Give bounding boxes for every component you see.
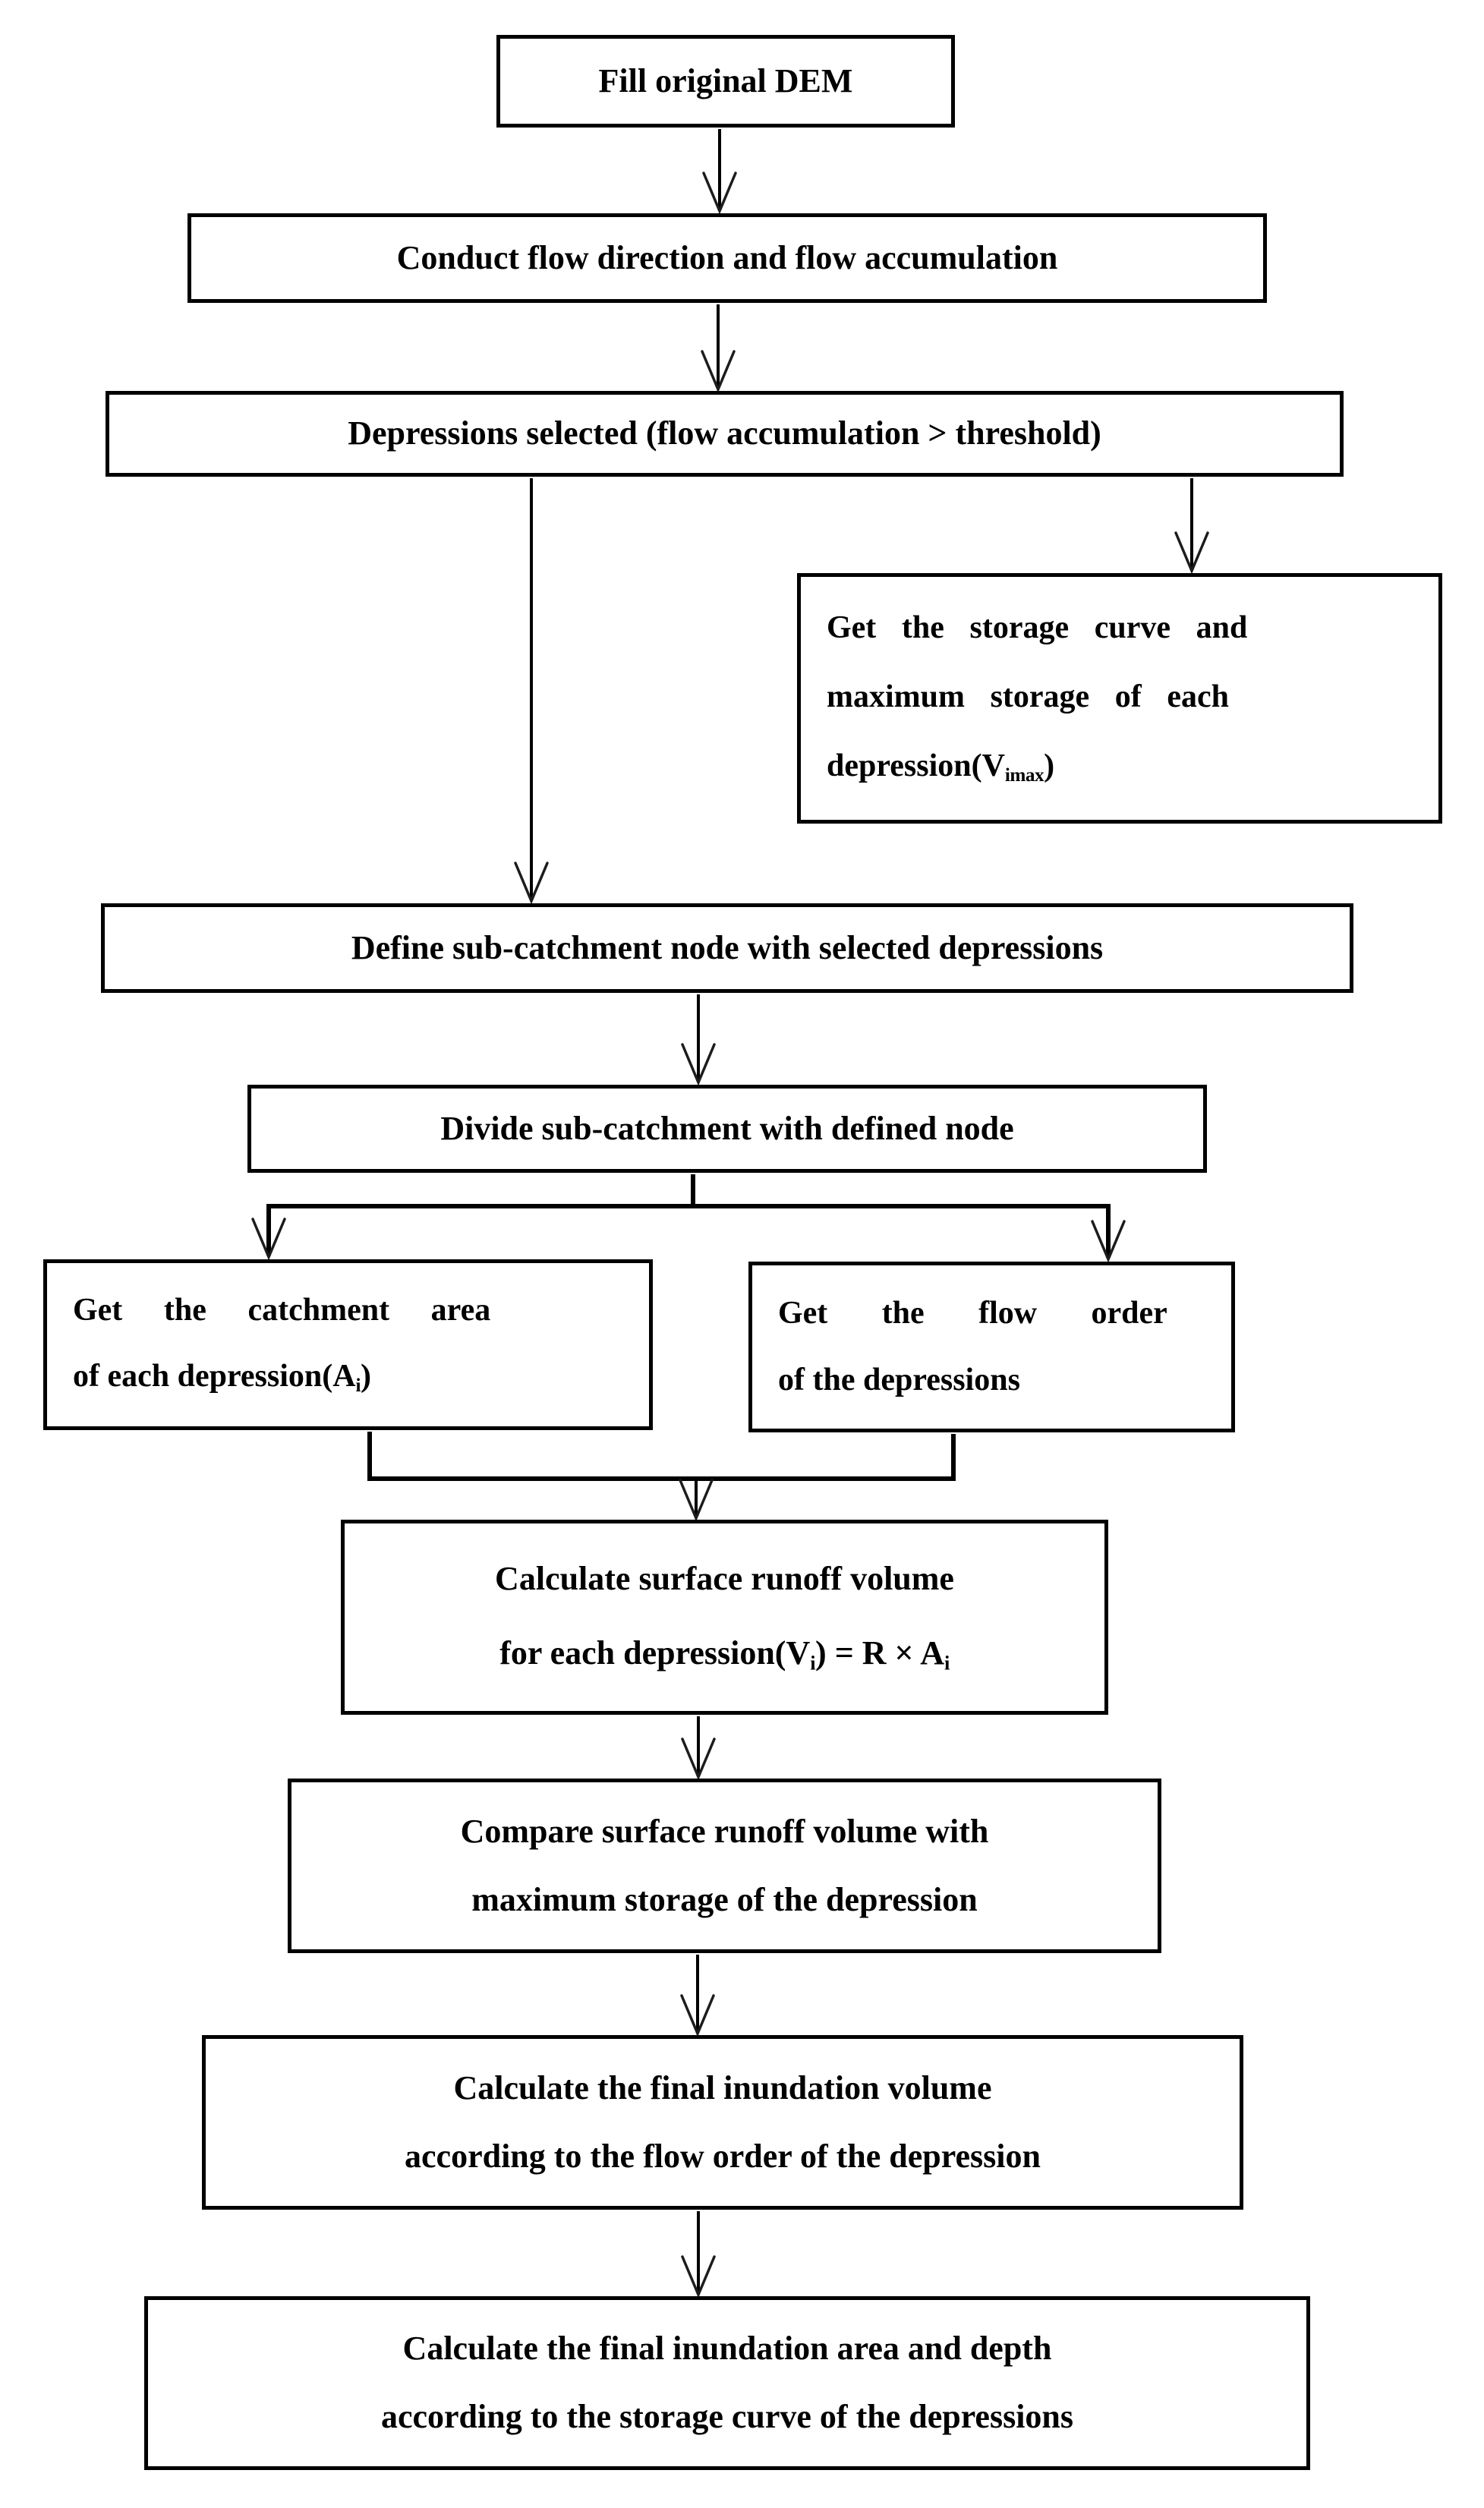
node-line-1: Calculate the final inundation volume (453, 2068, 992, 2106)
node-divide-subcatchment: Divide sub-catchment with defined node (247, 1085, 1207, 1173)
node-line-2: according to the storage curve of the de… (380, 2398, 1074, 2436)
node-final-inundation-volume: Calculate the final inundation volume ac… (202, 2035, 1243, 2210)
node-catchment-area: Get the catchment area of each depressio… (43, 1259, 653, 1430)
node-label: Define sub-catchment node with selected … (351, 928, 1104, 966)
subscript-i: i (355, 1375, 361, 1396)
node-line-1: Calculate surface runoff volume (495, 1559, 954, 1597)
node-conduct-flow-direction: Conduct flow direction and flow accumula… (187, 213, 1267, 303)
arrow-runoff-to-compare (681, 1716, 716, 1781)
node-label: Divide sub-catchment with defined node (440, 1109, 1014, 1147)
split-divide-to-children (251, 1174, 1126, 1263)
node-depressions-selected: Depressions selected (flow accumulation … (106, 391, 1344, 477)
node-line-1: Get the storage curve and (827, 610, 1248, 645)
node-line-2: of the depressions (778, 1363, 1020, 1398)
arrow-finalvolume-to-finalarea (681, 2211, 716, 2298)
arrow-compare-to-finalvolume (680, 1955, 715, 2037)
node-final-inundation-area-depth: Calculate the final inundation area and … (144, 2296, 1310, 2470)
node-line-1: Calculate the final inundation area and … (402, 2330, 1052, 2368)
node-storage-curve: Get the storage curve and maximum storag… (797, 573, 1442, 824)
node-line-2: of each depression(Ai) (73, 1358, 372, 1396)
node-label: Depressions selected (flow accumulation … (348, 414, 1101, 452)
node-line-2: for each depression(Vi) = R × Ai (499, 1634, 950, 1675)
subscript-i: i (944, 1651, 950, 1675)
node-line-1: Compare surface runoff volume with (460, 1812, 989, 1850)
arrow-depressions-to-storagecurve (1174, 478, 1209, 575)
arrow-flowdir-to-depressions (701, 304, 736, 393)
node-line-1: Get the catchment area (73, 1293, 491, 1328)
merge-children-to-runoff (367, 1432, 956, 1522)
node-define-subcatchment-node: Define sub-catchment node with selected … (101, 903, 1353, 993)
subscript-i: i (810, 1651, 816, 1675)
arrow-definenode-to-divide (681, 994, 716, 1086)
node-line-2: maximum storage of the depression (471, 1880, 978, 1918)
node-line-3: depression(Vimax) (827, 748, 1055, 786)
node-fill-original-dem: Fill original DEM (496, 35, 955, 128)
arrow-filldem-to-flowdir (702, 129, 737, 215)
node-label: Conduct flow direction and flow accumula… (396, 238, 1058, 276)
node-line-2: maximum storage of each (827, 679, 1230, 714)
subscript-imax: imax (1004, 765, 1044, 786)
node-line-2: according to the flow order of the depre… (405, 2137, 1041, 2175)
node-label: Fill original DEM (598, 61, 853, 99)
node-compare-runoff-storage: Compare surface runoff volume with maxim… (288, 1779, 1161, 1953)
node-flow-order: Get the flow order of the depressions (748, 1262, 1235, 1432)
node-surface-runoff-volume: Calculate surface runoff volume for each… (341, 1520, 1108, 1715)
node-line-1: Get the flow order (778, 1296, 1167, 1331)
arrow-depressions-to-definenode (514, 478, 549, 905)
